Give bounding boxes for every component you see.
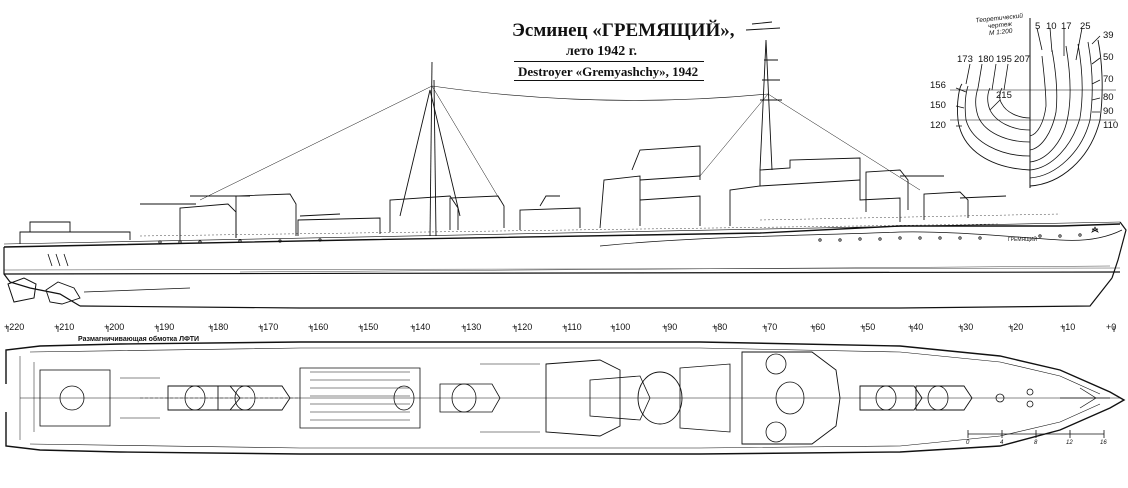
- plan-view-hull: [5, 341, 1126, 455]
- body-plan-label: 150: [930, 100, 946, 111]
- body-plan-label: 17: [1061, 21, 1072, 32]
- frame-scale-label: +30: [958, 322, 974, 332]
- body-plan-label: 156: [930, 80, 946, 91]
- body-plan-label: 5: [1035, 21, 1041, 32]
- body-plan-label: 120: [930, 120, 946, 131]
- frame-scale-label: +40: [908, 322, 924, 332]
- title-underline: [514, 80, 704, 81]
- body-plan-label: 173: [957, 54, 973, 65]
- hull-name-lettering: ГРЕМЯЩИЙ: [1008, 237, 1038, 243]
- frame-scale-label: +120: [512, 322, 533, 332]
- frame-scale-label: +20: [1008, 322, 1024, 332]
- frame-scale-label: +110: [562, 322, 582, 332]
- frame-scale-label: +210: [54, 322, 75, 332]
- side-profile-hull: [3, 221, 1127, 309]
- frame-scale-label: +150: [358, 322, 379, 332]
- subtitle-russian: лето 1942 г.: [566, 44, 638, 59]
- frame-scale-label: +170: [258, 322, 279, 332]
- body-plan-label: 10: [1046, 21, 1057, 32]
- body-plan-label: 90: [1103, 106, 1114, 117]
- frame-scale-label: +90: [662, 322, 678, 332]
- body-plan-label: 195: [996, 54, 1012, 65]
- bar-scale-graphic: [967, 430, 1105, 438]
- body-plan-label: 70: [1103, 74, 1114, 85]
- body-plan-drawing: [950, 18, 1116, 188]
- bar-scale-label: 0: [966, 440, 970, 446]
- frame-scale-label: +200: [104, 322, 125, 332]
- frame-scale-label: +190: [154, 322, 175, 332]
- bar-scale-label: 16: [1100, 440, 1107, 446]
- frame-scale-label: +0: [1106, 322, 1117, 332]
- frame-scale-label: +60: [810, 322, 826, 332]
- title-divider: [514, 61, 704, 62]
- degaussing-note: Размагничивающая обмотка ЛФТИ: [78, 336, 200, 343]
- frame-scale-ticks: [7, 326, 1115, 332]
- frame-scale-label: +140: [410, 322, 431, 332]
- body-plan-label: 207: [1014, 54, 1030, 65]
- frame-scale-label: +80: [712, 322, 728, 332]
- frame-scale-label: +220: [4, 322, 25, 332]
- body-plan-label: 180: [978, 54, 994, 65]
- side-profile-superstructure: [19, 21, 1099, 244]
- title-russian: Эсминец «ГРЕМЯЩИЙ»,: [512, 20, 735, 41]
- body-plan-label: 39: [1103, 30, 1114, 41]
- frame-scale-label: +70: [762, 322, 778, 332]
- frame-scale-label: +100: [610, 322, 631, 332]
- bar-scale-label: 8: [1034, 440, 1038, 446]
- frame-scale-label: +50: [860, 322, 876, 332]
- body-plan-label: 50: [1103, 52, 1114, 63]
- bar-scale-label: 4: [1000, 440, 1004, 446]
- body-plan-label: 25: [1080, 21, 1091, 32]
- body-plan-label: 80: [1103, 92, 1114, 103]
- body-plan-label: 110: [1103, 120, 1119, 131]
- frame-scale-label: +10: [1060, 322, 1076, 332]
- body-plan-label: 215: [996, 90, 1012, 101]
- frame-scale-label: +180: [208, 322, 229, 332]
- bar-scale-label: 12: [1066, 440, 1073, 446]
- title-english: Destroyer «Gremyashchy», 1942: [518, 64, 699, 79]
- frame-scale-label: +130: [461, 322, 482, 332]
- frame-scale-label: +160: [308, 322, 329, 332]
